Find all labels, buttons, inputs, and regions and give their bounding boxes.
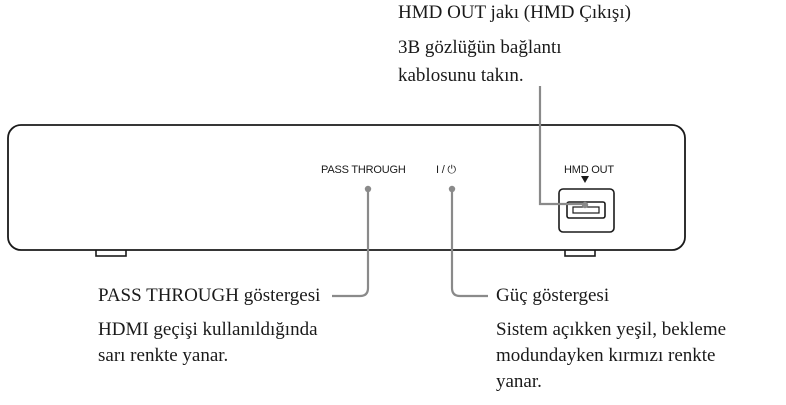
hmd-out-leader-dot (581, 201, 589, 209)
hmd-out-leader-line (538, 86, 585, 206)
pass-through-callout-line-2: sarı renkte yanar. (98, 345, 229, 366)
hmd-out-label: HMD OUT (564, 164, 614, 176)
hmd-out-callout-line-2: kablosunu takın. (398, 65, 524, 86)
pass-through-callout-line-1: HDMI geçişi kullanıldığında (98, 319, 318, 340)
hmd-out-callout-line-1: 3B gözlüğün bağlantı (398, 37, 562, 58)
power-callout-title: Güç göstergesi (496, 285, 610, 306)
power-callout-line-3: yanar. (496, 371, 542, 392)
power-leader-line (450, 189, 488, 298)
device-body (7, 124, 686, 251)
pass-through-leader-line (332, 189, 370, 298)
pass-through-callout-title: PASS THROUGH göstergesi (98, 285, 321, 306)
power-callout-line-1: Sistem açıkken yeşil, bekleme (496, 319, 727, 340)
power-callout-line-2: modundayken kırmızı renkte (496, 345, 716, 366)
power-label: I / ⏻ (436, 164, 456, 176)
hmd-out-callout-title: HMD OUT jakı (HMD Çıkışı) (398, 2, 631, 23)
hmd-out-arrow-icon (581, 176, 589, 183)
pass-through-label: PASS THROUGH (321, 164, 406, 176)
